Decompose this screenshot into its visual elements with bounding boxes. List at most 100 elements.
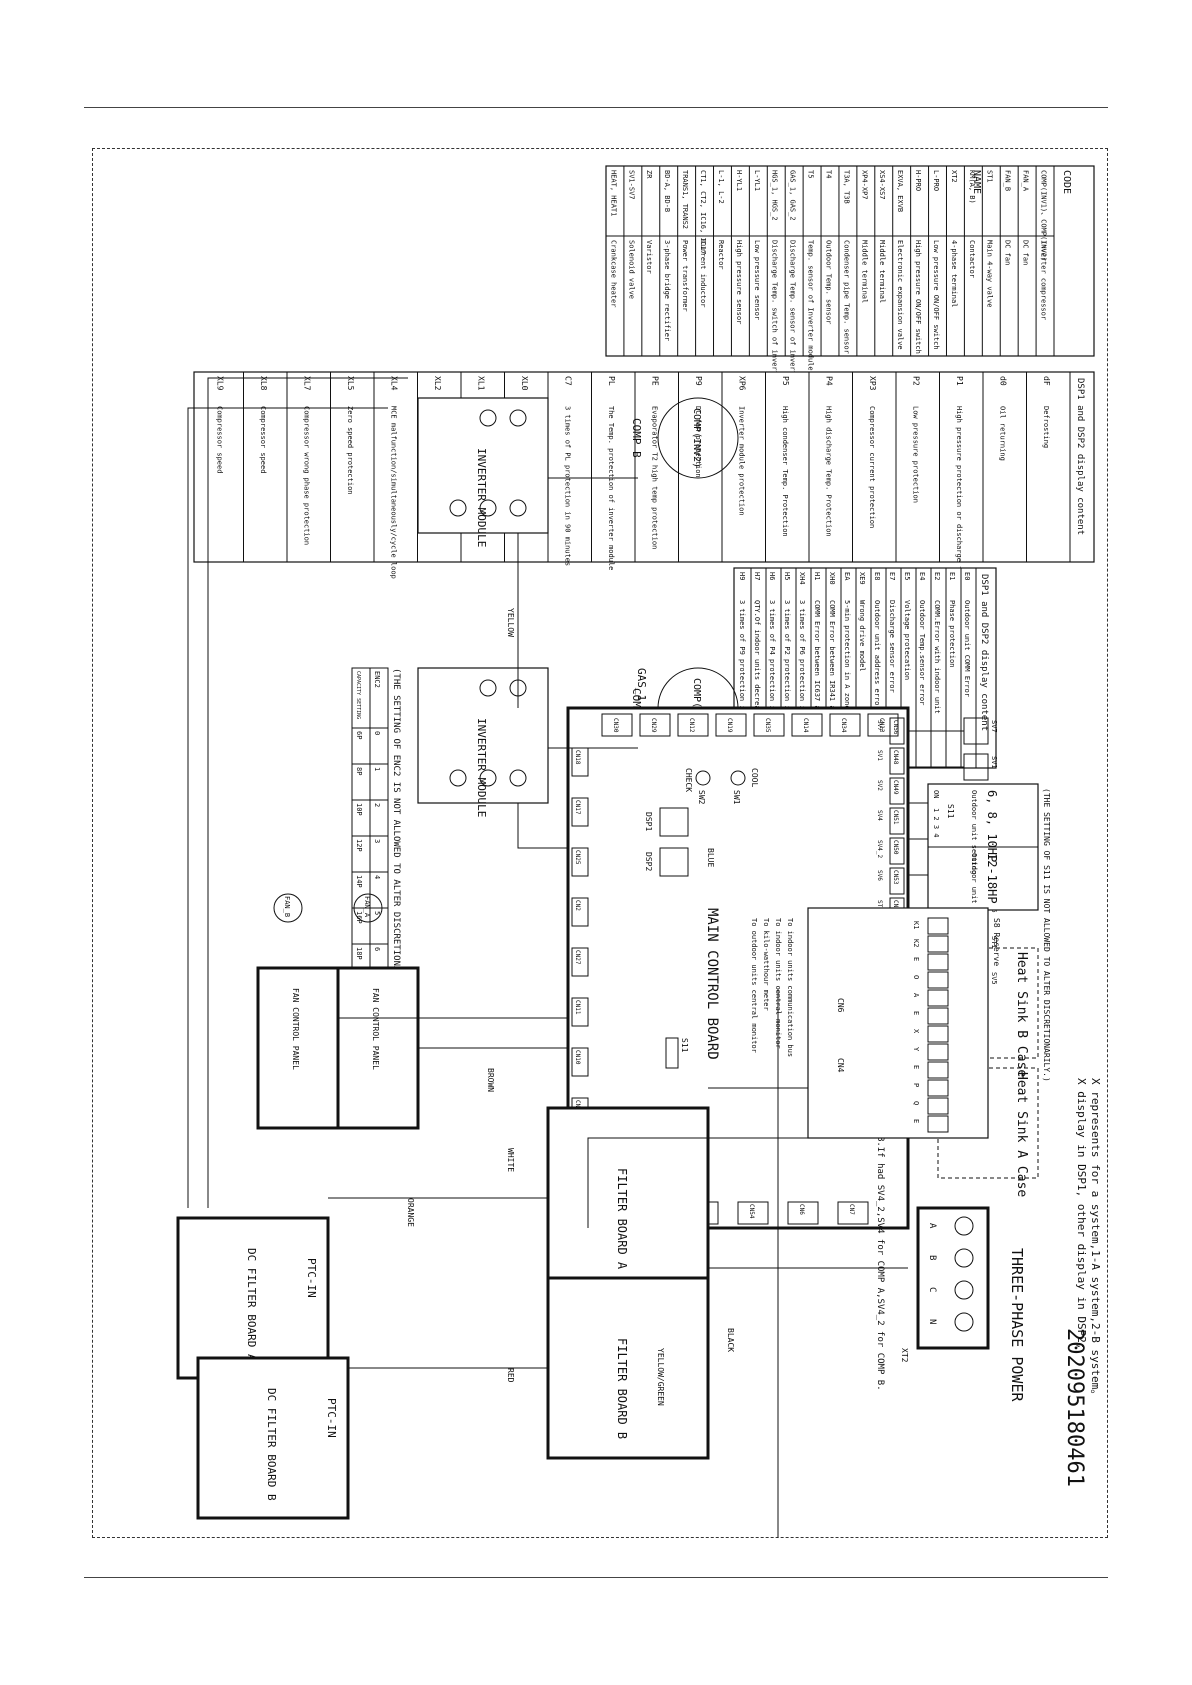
connector <box>753 713 785 737</box>
code-cell: CT1, CT2, IC16, IC17 <box>699 170 707 254</box>
dsp-a-content: Compressor current protection <box>868 406 876 528</box>
main-control-board-label: MAIN CONTROL BOARD <box>704 908 720 1060</box>
name-cell: Reactor <box>717 240 725 270</box>
s11-box2-sub: Outdoor unit setting <box>970 853 978 937</box>
dsp2-label: DSP2 <box>644 852 653 871</box>
dsp-table-b-header: DSP1 and DSP2 display content <box>979 574 989 731</box>
name-cell: Power transformer <box>681 240 689 312</box>
code-cell: XT2 <box>950 170 958 183</box>
wiring <box>187 377 908 1538</box>
connector-label: CN49 <box>892 780 899 795</box>
code-cell: HGS_1, HGS_2 <box>771 170 779 221</box>
heat-sink-a-label: Heat Sink A Case <box>1014 1072 1029 1197</box>
code-cell: T5 <box>806 170 814 178</box>
dc-filter-board-b-ptc: PTC-IN <box>325 1398 338 1438</box>
terminal-v <box>479 769 497 787</box>
dsp-a-content: Compressor speed <box>259 406 267 473</box>
fan-control-panel-a-label: FAN CONTROL PANEL <box>371 988 380 1070</box>
dsp-b-code: E5 <box>903 572 911 580</box>
dsp-a-code: P9 <box>694 376 703 386</box>
s11-setting: 6, 8, 10HP Outdoor unit setting 12-18HP … <box>927 783 1039 937</box>
dsp-b-code: H6 <box>768 572 776 580</box>
connector-label: CN12 <box>688 718 695 733</box>
comm-terminal-label: E <box>912 957 920 961</box>
fan-b: FAN_B <box>273 893 303 923</box>
code-table-header-code: CODE <box>1061 170 1072 194</box>
fan-control-panel-a: FAN CONTROL PANEL <box>336 966 420 1130</box>
three-phase-power-label: THREE-PHASE POWER <box>1008 1248 1026 1402</box>
dsp-a-content: High pressure protection or discharge te… <box>955 406 963 688</box>
capacity-enc2-value: 3 <box>373 839 381 843</box>
code-cell: XS4-XS7 <box>878 170 886 200</box>
name-cell: Temp. sensor of Inverter module radiator <box>806 240 814 409</box>
dsp-b-code: E4 <box>918 572 926 580</box>
name-cell: Solenoid valve <box>627 240 635 299</box>
dsp-a-content: Compressor speed <box>215 406 223 473</box>
connector <box>889 867 905 895</box>
sw1-button[interactable] <box>730 770 746 786</box>
code-cell: COMP(INV1)、COMP(INV2) <box>1039 170 1047 261</box>
rotated-content: CODE NAME COMP(INV1)、COMP(INV2)Inverter … <box>176 165 1102 1538</box>
filter-board-a: FILTER BOARD A <box>546 1106 710 1290</box>
filter-board-b: FILTER BOARD B <box>546 1276 710 1460</box>
name-cell: Current inductor <box>699 240 707 307</box>
capacity-setting-value: 6P <box>355 731 363 739</box>
s11-switch-label: S11 <box>946 804 955 819</box>
dsp-b-code: H5 <box>783 572 791 580</box>
heat-sink-b: Heat Sink B Case <box>937 947 1039 1077</box>
dc-filter-board-b-box <box>196 1356 350 1520</box>
dsp-b-content: Outdoor Temp.sensor error <box>918 600 926 705</box>
dsp-a-code: P5 <box>781 376 790 386</box>
connector-label: CN18 <box>574 750 581 765</box>
connector-label: CN56 <box>892 720 899 735</box>
comm-terminal-screw <box>927 1061 949 1079</box>
sw2-button[interactable] <box>695 770 711 786</box>
s11-dip-switch[interactable] <box>665 1037 679 1069</box>
fan-b-label: FAN_B <box>283 896 291 917</box>
wire-label-red: RED <box>506 1368 515 1383</box>
dsp-b-content: 3 times of P4 protection in 100 minutes <box>768 600 776 764</box>
sw1-label: SW1 <box>732 790 741 805</box>
name-cell: 4-phase terminal <box>950 240 958 307</box>
connector-function: SV1 <box>876 750 883 761</box>
connector <box>787 1201 819 1225</box>
capacity-setting-value: 10P <box>355 803 363 816</box>
dsp-a-code: P2 <box>911 376 920 386</box>
dsp-b-code: H1 <box>813 572 821 580</box>
connector <box>889 747 905 775</box>
comm-terminal-screw <box>927 935 949 953</box>
wire-label-brown: BROWN <box>486 1068 495 1092</box>
inverter-module-1: INVERTER MODULE <box>417 667 549 817</box>
dsp-b-content: COMM Error between IC637 and main chip <box>813 600 821 760</box>
compressor-b-inv: COMP(INV2) <box>691 408 702 468</box>
connector <box>867 713 899 737</box>
comm-terminal-label: Q <box>912 1101 920 1105</box>
comm-terminal-screw <box>927 989 949 1007</box>
connector-label: CN7 <box>848 1204 855 1215</box>
dsp-a-content: 3 times of PL protection in 90 minutes <box>563 406 571 566</box>
name-cell: Low pressure sensor <box>753 240 761 320</box>
comm-terminal-label: P <box>912 1083 920 1087</box>
dsp-a-code: dF <box>1042 376 1051 386</box>
dsp-a-content: DC fan protection <box>694 406 702 478</box>
comm-terminal-label: K2 <box>912 939 920 947</box>
connector-label: CN19 <box>726 718 733 733</box>
code-cell: ZR <box>645 170 653 179</box>
name-cell: Discharge Temp. sensor of inverter compr… <box>789 240 797 430</box>
code-cell: L-PRO <box>932 170 940 191</box>
dsp-b-content: 3 times of P6 protection in 60 minutes <box>798 600 806 760</box>
inverter-module-1-label: INVERTER MODULE <box>475 718 488 817</box>
capacity-enc2-value: 6 <box>373 947 381 951</box>
connector-label: CN25 <box>574 850 581 865</box>
wire <box>517 803 568 849</box>
connector-function: SV4 <box>876 810 883 821</box>
comm-terminal-screw <box>927 1097 949 1115</box>
capacity-setting-value: 8P <box>355 767 363 775</box>
dsp-a-code: XL8 <box>259 376 268 391</box>
compressor-b: COMP(INV2) COMP B <box>630 397 739 479</box>
connector <box>889 807 905 835</box>
dsp-a-content: Inverter module protection <box>737 406 745 516</box>
connector <box>571 1047 589 1077</box>
comm-terminal-label: X <box>912 1029 920 1034</box>
